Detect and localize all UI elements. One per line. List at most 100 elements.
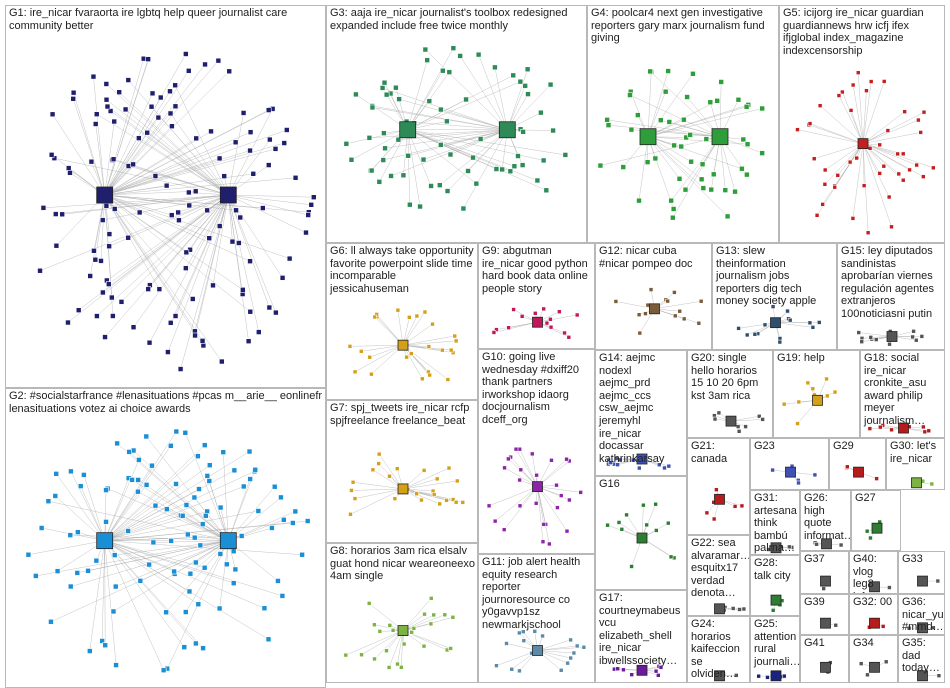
edge bbox=[488, 486, 538, 507]
vertex bbox=[250, 171, 257, 177]
vertex bbox=[111, 552, 118, 558]
vertex bbox=[103, 81, 110, 87]
group-network-g17 bbox=[612, 664, 664, 678]
group-pane-g6: G6: ll always take opportunity favorite … bbox=[326, 243, 478, 400]
vertex bbox=[112, 583, 119, 590]
edge bbox=[107, 488, 229, 541]
vertex bbox=[446, 69, 453, 75]
vertex bbox=[877, 142, 883, 148]
vertex bbox=[163, 609, 169, 616]
edge bbox=[402, 614, 445, 631]
vertex bbox=[91, 248, 97, 254]
vertex bbox=[604, 117, 610, 123]
vertex bbox=[756, 413, 762, 419]
edge bbox=[670, 136, 721, 201]
vertex bbox=[380, 157, 387, 163]
group-network-g33 bbox=[917, 575, 941, 587]
vertex bbox=[781, 673, 787, 679]
edge bbox=[850, 110, 864, 144]
vertex bbox=[877, 171, 882, 176]
vertex bbox=[795, 421, 800, 426]
edge bbox=[407, 60, 428, 130]
vertex bbox=[53, 471, 60, 477]
vertex bbox=[93, 557, 100, 564]
vertex bbox=[92, 256, 99, 263]
vertex bbox=[136, 457, 142, 463]
hub-vertex bbox=[821, 538, 832, 550]
vertex bbox=[204, 473, 211, 479]
vertex bbox=[867, 426, 873, 431]
vertex bbox=[696, 320, 702, 326]
vertex bbox=[74, 570, 81, 576]
vertex bbox=[519, 162, 526, 168]
vertex bbox=[518, 467, 524, 473]
group-label: G30: let's ire_nicar bbox=[890, 440, 937, 465]
edge bbox=[104, 490, 107, 541]
edge bbox=[378, 453, 404, 490]
edge bbox=[647, 70, 669, 137]
vertex bbox=[883, 659, 889, 665]
vertex bbox=[635, 112, 641, 118]
vertex bbox=[865, 230, 871, 236]
vertex bbox=[353, 91, 359, 98]
edge bbox=[228, 497, 282, 541]
edge bbox=[104, 148, 276, 196]
edge bbox=[104, 138, 197, 196]
vertex bbox=[106, 231, 113, 237]
vertex bbox=[175, 209, 181, 216]
edge bbox=[459, 55, 508, 130]
vertex bbox=[568, 637, 573, 643]
group-pane-g9: G9: abgutman ire_nicar good python hard … bbox=[478, 243, 595, 349]
edge bbox=[647, 136, 728, 217]
edge bbox=[43, 194, 229, 209]
vertex bbox=[770, 467, 775, 473]
edge bbox=[407, 129, 421, 207]
vertex bbox=[562, 330, 567, 336]
edge bbox=[48, 500, 229, 541]
hub-vertex bbox=[857, 138, 869, 150]
vertex bbox=[824, 376, 829, 382]
vertex bbox=[395, 136, 402, 143]
edge bbox=[494, 67, 508, 130]
vertex bbox=[94, 313, 100, 319]
edge bbox=[54, 157, 229, 196]
hub-vertex bbox=[820, 661, 831, 673]
edge bbox=[52, 114, 105, 196]
edge bbox=[104, 177, 296, 196]
vertex bbox=[247, 147, 253, 154]
vertex bbox=[454, 478, 460, 484]
vertex bbox=[906, 625, 912, 631]
vertex bbox=[395, 307, 401, 313]
vertex bbox=[668, 197, 674, 204]
group-network-g31 bbox=[766, 542, 795, 554]
group-network-g28 bbox=[770, 594, 785, 613]
vertex bbox=[267, 136, 273, 143]
vertex bbox=[75, 529, 81, 535]
vertex bbox=[419, 497, 424, 503]
vertex bbox=[448, 646, 453, 651]
vertex bbox=[548, 324, 554, 330]
vertex bbox=[470, 154, 476, 161]
vertex bbox=[199, 338, 206, 344]
group-network-g18 bbox=[867, 422, 932, 435]
edge bbox=[600, 136, 721, 166]
edge bbox=[797, 129, 864, 144]
vertex bbox=[547, 541, 552, 547]
edge bbox=[104, 540, 205, 568]
vertex bbox=[125, 77, 132, 83]
vertex bbox=[381, 79, 388, 86]
hub-vertex bbox=[532, 481, 543, 493]
vertex bbox=[440, 347, 445, 353]
vertex bbox=[382, 145, 388, 152]
group-network-g39 bbox=[819, 617, 839, 629]
vertex bbox=[187, 570, 194, 577]
edge bbox=[194, 194, 229, 336]
vertex bbox=[265, 162, 272, 168]
group-pane-g22: G22: sea alvaramar… esquitx17 verdad den… bbox=[687, 535, 750, 616]
vertex bbox=[885, 128, 891, 133]
vertex bbox=[281, 517, 287, 523]
vertex bbox=[171, 568, 177, 575]
vertex bbox=[377, 629, 383, 634]
edge bbox=[104, 540, 283, 597]
vertex bbox=[430, 321, 435, 327]
